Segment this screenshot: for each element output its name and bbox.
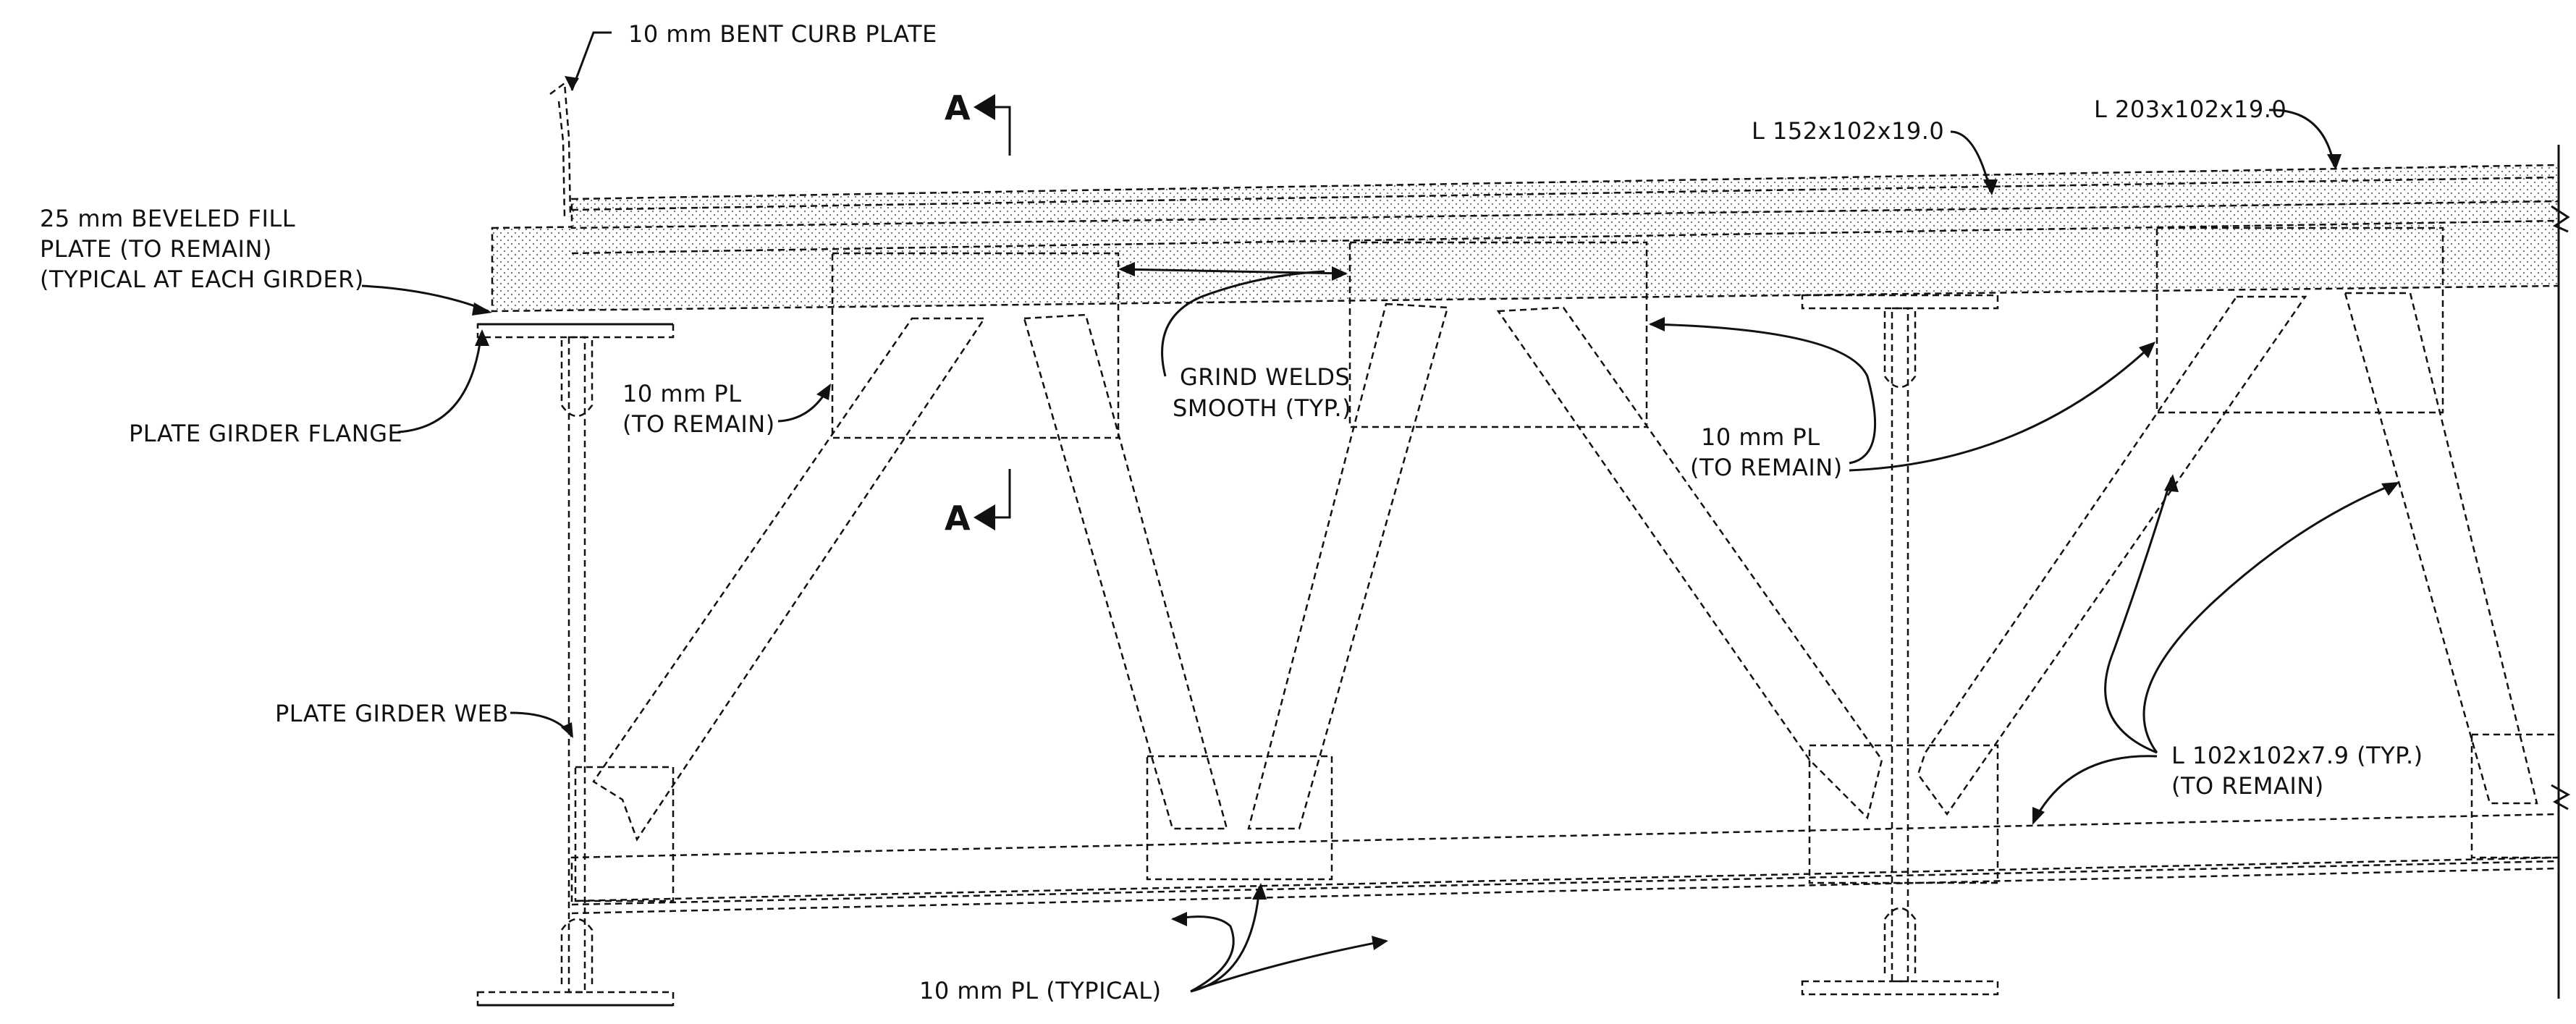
- fill-plate-label-3: (TYPICAL AT EACH GIRDER): [40, 266, 364, 293]
- bottom-gusset-plate-3: [1808, 744, 1999, 884]
- fill-plate-label-1: 25 mm BEVELED FILL: [40, 205, 295, 232]
- girder-flange-label: PLATE GIRDER FLANGE: [129, 420, 402, 447]
- curb-plate-label: 10 mm BENT CURB PLATE: [628, 20, 937, 48]
- bottom-gusset-plate-1: [574, 766, 675, 902]
- diagonal-angle-5: [1917, 295, 2307, 816]
- center-girder-web: [1891, 307, 1909, 983]
- angle-102-label-2: (TO REMAIN): [2171, 772, 2324, 800]
- section-label-bottom: A: [945, 499, 971, 538]
- pl-right-label-1: 10 mm PL: [1701, 423, 1820, 451]
- fill-plate-label-2: PLATE (TO REMAIN): [40, 235, 272, 263]
- angle-203-label: L 203x102x19.0: [2094, 96, 2286, 123]
- bottom-gusset-plate-2: [1146, 755, 1333, 881]
- pl-right-label-2: (TO REMAIN): [1690, 454, 1843, 481]
- top-gusset-plate-2: [1348, 241, 1648, 428]
- angle-152-label: L 152x102x19.0: [1752, 117, 1944, 145]
- section-cut-arrow-bottom: A: [945, 469, 1011, 538]
- bottom-chord-angle: [570, 813, 2560, 902]
- grind-welds-label-2: SMOOTH (TYP.): [1173, 394, 1351, 422]
- center-girder-bottom-flange: [1801, 980, 1999, 996]
- angle-102-label-1: L 102x102x7.9 (TYP.): [2171, 742, 2423, 769]
- pl-left-label-1: 10 mm PL: [622, 380, 742, 407]
- left-girder-web: [567, 336, 586, 994]
- left-girder-bottom-flange: [476, 991, 675, 1007]
- section-label-top: A: [945, 88, 971, 127]
- center-girder-top-flange: [1801, 294, 1999, 310]
- left-girder-top-flange: [476, 323, 675, 339]
- bent-curb-plate: [549, 81, 572, 218]
- pl-typical-label: 10 mm PL (TYPICAL): [919, 977, 1162, 1004]
- grind-welds-label-1: GRIND WELDS: [1180, 363, 1350, 391]
- diagonal-angle-4: [1496, 306, 1883, 820]
- diagonal-angle-1: [592, 317, 987, 842]
- diagonal-angle-2: [1023, 313, 1228, 830]
- section-cut-arrow-top: A: [945, 88, 1011, 156]
- bottom-gusset-plate-4: [2470, 733, 2560, 859]
- diagonal-angle-3: [1247, 302, 1449, 830]
- top-gusset-plate-3: [2155, 227, 2444, 414]
- girder-web-label: PLATE GIRDER WEB: [275, 700, 509, 727]
- diagonal-angle-6: [2344, 292, 2538, 805]
- pl-left-label-2: (TO REMAIN): [622, 410, 775, 438]
- top-gusset-plate-1: [831, 252, 1120, 439]
